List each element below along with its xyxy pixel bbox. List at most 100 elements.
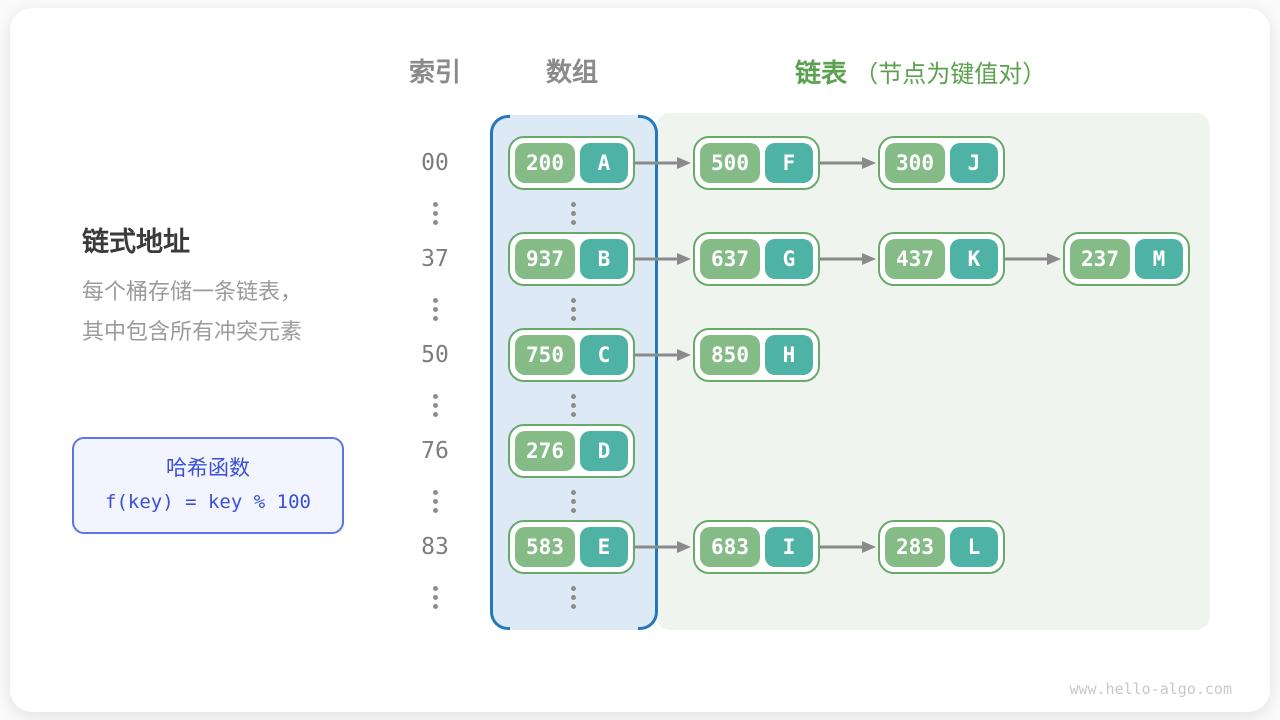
dot xyxy=(432,604,438,609)
node-value: K xyxy=(950,239,998,279)
dot xyxy=(432,211,438,216)
dot xyxy=(432,586,438,591)
node-value: H xyxy=(765,335,813,375)
description-line-2: 其中包含所有冲突元素 xyxy=(82,319,303,344)
dot xyxy=(570,307,576,312)
dot xyxy=(570,316,576,321)
dot xyxy=(570,499,576,504)
arrow-right-icon xyxy=(820,541,876,553)
dot xyxy=(570,490,576,495)
arrow-right-icon xyxy=(820,157,876,169)
node-key: 200 xyxy=(515,143,575,183)
ellipsis-dots-icon xyxy=(432,394,438,417)
ellipsis-dots-icon xyxy=(570,490,576,513)
ellipsis-dots-icon xyxy=(432,490,438,513)
arrow-right-icon xyxy=(1005,253,1061,265)
dot xyxy=(570,604,576,609)
dot xyxy=(432,298,438,303)
node-value: D xyxy=(580,431,628,471)
dot xyxy=(570,403,576,408)
arrow-right-icon xyxy=(635,541,691,553)
hash-function-box: 哈希函数 f(key) = key % 100 xyxy=(72,437,344,534)
dot xyxy=(432,508,438,513)
bucket-index-label: 00 xyxy=(421,150,449,176)
ellipsis-dots-icon xyxy=(570,586,576,609)
node-key: 276 xyxy=(515,431,575,471)
node-value: G xyxy=(765,239,813,279)
bucket-index-label: 83 xyxy=(421,534,449,560)
node-key: 850 xyxy=(700,335,760,375)
dot xyxy=(570,211,576,216)
column-header-array: 数组 xyxy=(545,57,598,87)
node-key: 750 xyxy=(515,335,575,375)
dot xyxy=(570,220,576,225)
dot xyxy=(570,202,576,207)
node-value: C xyxy=(580,335,628,375)
array-left-bracket xyxy=(490,115,510,630)
arrow-right-icon xyxy=(820,253,876,265)
section-description: 每个桶存储一条链表， 其中包含所有冲突元素 xyxy=(82,272,302,352)
hash-function-formula: f(key) = key % 100 xyxy=(105,491,311,513)
dot xyxy=(432,403,438,408)
node-key: 437 xyxy=(885,239,945,279)
node-value: E xyxy=(580,527,628,567)
node-value: M xyxy=(1135,239,1183,279)
watermark-url: www.hello-algo.com xyxy=(1069,680,1232,698)
dot xyxy=(432,307,438,312)
node-key: 637 xyxy=(700,239,760,279)
node-value: F xyxy=(765,143,813,183)
dot xyxy=(432,499,438,504)
column-header-index: 索引 xyxy=(408,57,461,87)
dot xyxy=(432,202,438,207)
bucket-index-label: 76 xyxy=(421,438,449,464)
node-value: L xyxy=(950,527,998,567)
section-title: 链式地址 xyxy=(82,227,190,257)
ellipsis-dots-icon xyxy=(570,394,576,417)
dot xyxy=(432,490,438,495)
ellipsis-dots-icon xyxy=(432,586,438,609)
dot xyxy=(570,394,576,399)
dot xyxy=(432,394,438,399)
dot xyxy=(570,412,576,417)
ellipsis-dots-icon xyxy=(570,298,576,321)
node-value: J xyxy=(950,143,998,183)
dot xyxy=(432,595,438,600)
ellipsis-dots-icon xyxy=(432,202,438,225)
node-key: 500 xyxy=(700,143,760,183)
description-line-1: 每个桶存储一条链表， xyxy=(82,279,303,304)
dot xyxy=(570,586,576,591)
dot xyxy=(570,595,576,600)
node-value: B xyxy=(580,239,628,279)
bucket-index-label: 50 xyxy=(421,342,449,368)
arrow-right-icon xyxy=(635,349,691,361)
node-value: I xyxy=(765,527,813,567)
node-key: 937 xyxy=(515,239,575,279)
column-header-linked-list: 链表 （节点为键值对） xyxy=(795,53,1095,90)
node-key: 237 xyxy=(1070,239,1130,279)
ellipsis-dots-icon xyxy=(432,298,438,321)
hash-function-title: 哈希函数 xyxy=(166,457,250,480)
dot xyxy=(432,316,438,321)
ellipsis-dots-icon xyxy=(570,202,576,225)
arrow-right-icon xyxy=(635,253,691,265)
bucket-index-label: 37 xyxy=(421,246,449,272)
arrow-right-icon xyxy=(635,157,691,169)
node-key: 283 xyxy=(885,527,945,567)
